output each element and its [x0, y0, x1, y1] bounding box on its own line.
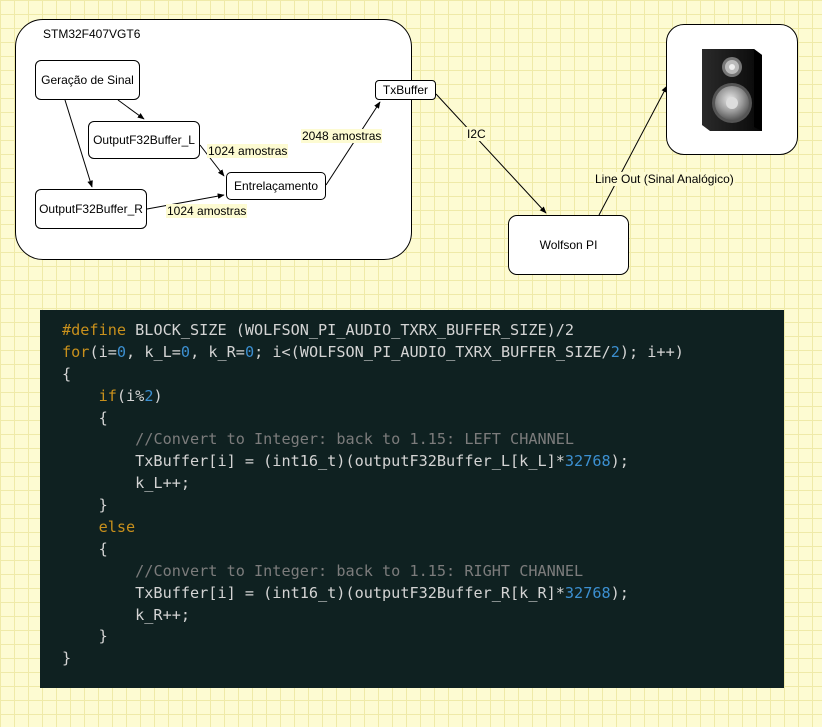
code-token: , k_L=	[126, 342, 181, 361]
edge-label-entre-tx: 2048 amostras	[301, 129, 383, 143]
code-token: (i=	[89, 342, 117, 361]
node-output-buffer-l: OutputF32Buffer_L	[88, 121, 200, 159]
code-line: TxBuffer[i] = (int16_t)(outputF32Buffer_…	[62, 451, 784, 473]
container-title: STM32F407VGT6	[43, 27, 141, 41]
node-geracao-de-sinal: Geração de Sinal	[35, 60, 140, 100]
edge-label-r-entre: 1024 amostras	[166, 204, 248, 218]
edge-outr-entre	[146, 193, 225, 210]
code-line: for(i=0, k_L=0, k_R=0; i<(WOLFSON_PI_AUD…	[62, 342, 784, 364]
code-token: ; i<(WOLFSON_PI_AUDIO_TXRX_BUFFER_SIZE/	[254, 342, 611, 361]
code-token: 32768	[564, 583, 611, 602]
edge-outl-entre	[199, 144, 225, 177]
code-token: , k_R=	[190, 342, 245, 361]
code-token: 32768	[564, 452, 611, 471]
code-token: {	[62, 408, 108, 427]
edge-geracao-outr	[64, 99, 93, 188]
edge-label-l-entre: 1024 amostras	[207, 144, 289, 158]
code-line: }	[62, 648, 784, 670]
code-token: }	[62, 627, 108, 646]
code-token	[62, 518, 99, 536]
code-token: k_L++;	[62, 474, 191, 493]
code-token: }	[62, 496, 108, 515]
code-token: else	[98, 518, 136, 537]
code-token: {	[62, 364, 72, 383]
code-token: );	[610, 583, 629, 602]
code-token: //Convert to Integer: back to 1.15: RIGH…	[135, 561, 584, 580]
code-token: )	[153, 386, 163, 405]
code-token: k_R++;	[62, 605, 191, 624]
code-token: 2	[144, 386, 154, 405]
code-token: for	[62, 342, 90, 361]
code-line: {	[62, 539, 784, 561]
code-token: BLOCK_SIZE (WOLFSON_PI_AUDIO_TXRX_BUFFER…	[126, 321, 575, 339]
code-token: );	[610, 452, 629, 471]
code-line: {	[62, 408, 784, 430]
edge-tx-wolfson	[435, 93, 547, 214]
edge-wolfson-speaker	[598, 85, 668, 216]
edge-label-i2c: I2C	[466, 127, 487, 141]
code-line: }	[62, 626, 784, 648]
node-entrelacamento: Entrelaçamento	[226, 172, 326, 200]
code-line: k_L++;	[62, 473, 784, 495]
code-line: {	[62, 364, 784, 386]
code-line: //Convert to Integer: back to 1.15: RIGH…	[62, 561, 784, 583]
edge-entre-tx	[325, 101, 381, 186]
code-token: 0	[180, 342, 191, 361]
node-output-buffer-r: OutputF32Buffer_R	[35, 189, 147, 229]
code-token: 2	[610, 342, 620, 361]
code-token: TxBuffer[i] = (int16_t)(outputF32Buffer_…	[62, 452, 565, 471]
code-token: #define	[62, 321, 127, 339]
code-token: TxBuffer[i] = (int16_t)(outputF32Buffer_…	[62, 583, 565, 602]
code-line: #define BLOCK_SIZE (WOLFSON_PI_AUDIO_TXR…	[62, 320, 784, 342]
code-token: 0	[244, 342, 255, 361]
code-line: if(i%2)	[62, 386, 784, 408]
node-wolfson-pi: Wolfson PI	[508, 215, 629, 275]
code-token: //Convert to Integer: back to 1.15: LEFT…	[135, 430, 575, 449]
node-txbuffer: TxBuffer	[375, 80, 436, 100]
code-line: }	[62, 495, 784, 517]
code-token: }	[62, 649, 72, 668]
edge-label-line-out: Line Out (Sinal Analógico)	[594, 172, 735, 186]
speaker-icon	[702, 48, 762, 131]
code-line: else	[62, 517, 784, 539]
code-block: #define BLOCK_SIZE (WOLFSON_PI_AUDIO_TXR…	[40, 310, 784, 688]
code-line: TxBuffer[i] = (int16_t)(outputF32Buffer_…	[62, 583, 784, 605]
code-token: {	[62, 539, 108, 558]
code-token	[62, 562, 135, 580]
code-line: k_R++;	[62, 605, 784, 627]
code-token: (i%	[116, 386, 145, 405]
node-speaker	[666, 24, 798, 155]
code-token: ); i++)	[619, 342, 684, 361]
code-line: //Convert to Integer: back to 1.15: LEFT…	[62, 429, 784, 451]
edge-geracao-outl	[117, 99, 145, 120]
code-token	[62, 387, 99, 405]
code-token: if	[98, 386, 117, 405]
edges-layer	[64, 85, 668, 216]
code-token: 0	[116, 342, 127, 361]
code-token	[62, 430, 135, 448]
